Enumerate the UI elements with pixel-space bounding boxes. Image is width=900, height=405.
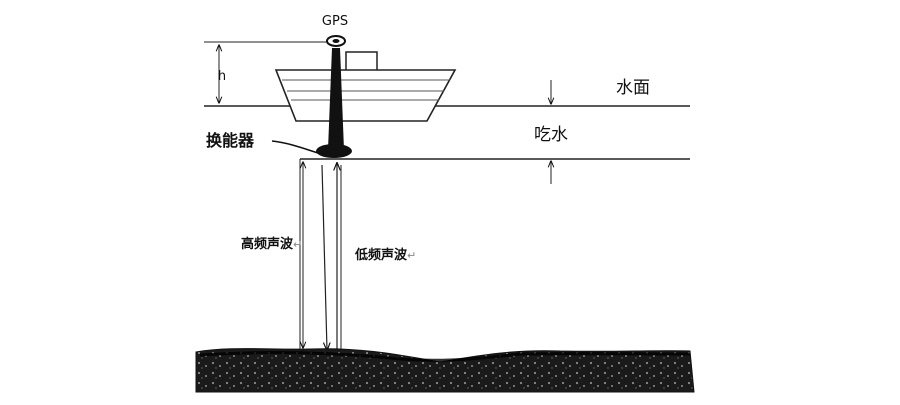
watermark: K 大数跨境 xyxy=(10,372,102,396)
low-frequency-label: 低频声波↵ xyxy=(354,247,416,263)
gps-label: GPS xyxy=(322,14,348,29)
draft-label: 吃水 xyxy=(534,125,568,145)
height-dimension xyxy=(204,41,330,103)
watermark-logo-icon xyxy=(10,372,34,396)
low-frequency-beam xyxy=(337,163,370,380)
transducer-label: 换能器 xyxy=(206,131,255,150)
high-frequency-label: 高频声波↵ xyxy=(241,236,302,252)
transducer-mast xyxy=(328,48,344,150)
boat xyxy=(274,51,457,122)
gps-antenna xyxy=(326,35,346,47)
height-label: h xyxy=(218,69,226,84)
watermark-text: 大数跨境 xyxy=(42,376,102,394)
watermark-logo-letter: K xyxy=(15,378,26,393)
transducer-pointer xyxy=(271,140,319,154)
water-surface-label: 水面 xyxy=(616,78,650,98)
high-frequency-beam xyxy=(290,159,327,350)
transducer xyxy=(316,144,352,158)
